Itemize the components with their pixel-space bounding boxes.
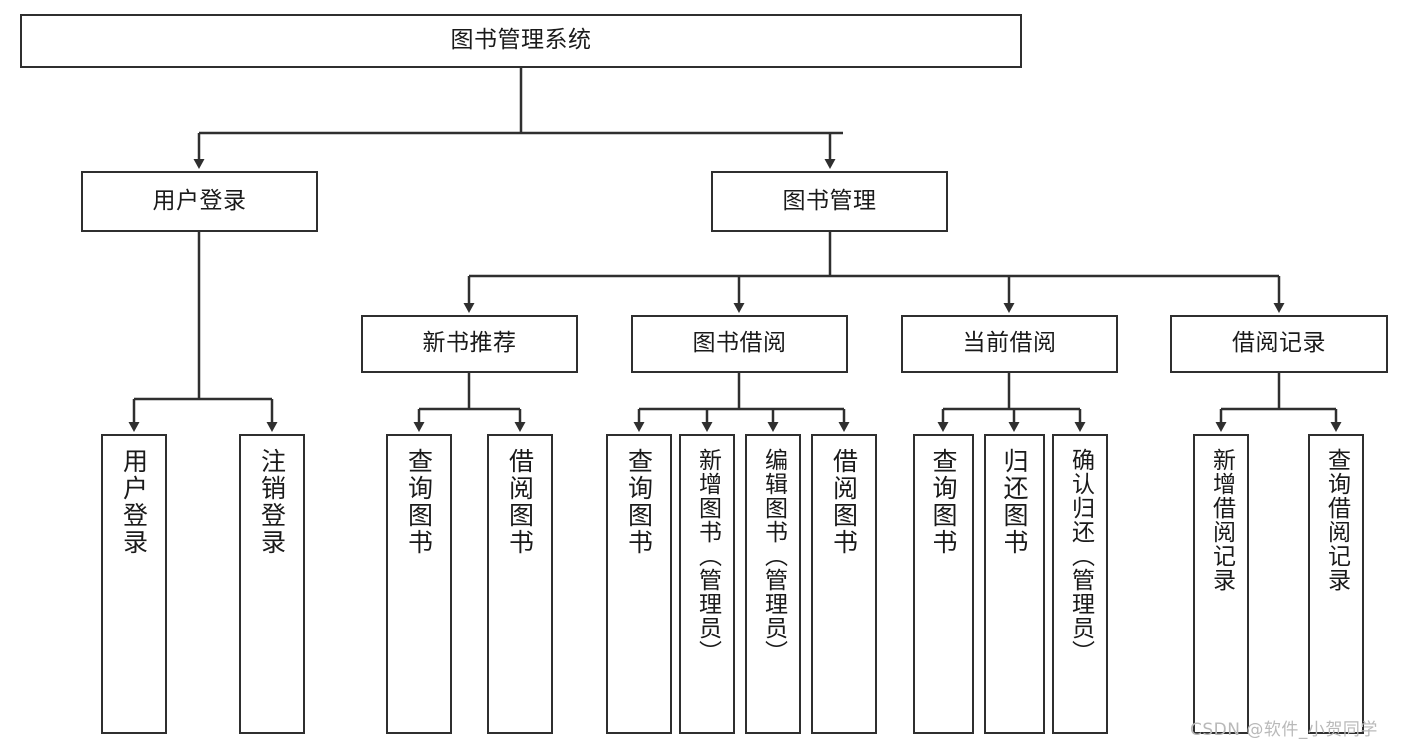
node-leaf-borrow-book-2-label: 借阅图书 — [829, 448, 859, 556]
node-book-borrow[interactable]: 图书借阅 — [631, 315, 848, 373]
node-leaf-user-login[interactable]: 用户登录 — [101, 434, 167, 734]
csdn-watermark: CSDN @软件_小贺同学 — [1190, 720, 1378, 740]
node-leaf-query-record[interactable]: 查询借阅记录 — [1308, 434, 1364, 734]
node-leaf-add-book-label: 新增图书（管理员） — [694, 448, 721, 664]
node-leaf-add-book[interactable]: 新增图书（管理员） — [679, 434, 735, 734]
node-leaf-query-book-1[interactable]: 查询图书 — [386, 434, 452, 734]
node-leaf-user-login-label: 用户登录 — [119, 448, 149, 556]
node-leaf-confirm-return-label: 确认归还（管理员） — [1067, 448, 1094, 664]
node-leaf-borrow-book-2[interactable]: 借阅图书 — [811, 434, 877, 734]
node-user-login[interactable]: 用户登录 — [81, 171, 318, 232]
node-current-borrow[interactable]: 当前借阅 — [901, 315, 1118, 373]
node-leaf-query-book-2[interactable]: 查询图书 — [606, 434, 672, 734]
node-borrow-record[interactable]: 借阅记录 — [1170, 315, 1388, 373]
node-leaf-return-book-label: 归还图书 — [1000, 448, 1029, 556]
node-leaf-query-book-3[interactable]: 查询图书 — [913, 434, 974, 734]
node-leaf-confirm-return[interactable]: 确认归还（管理员） — [1052, 434, 1108, 734]
node-leaf-query-book-1-label: 查询图书 — [404, 448, 434, 556]
node-leaf-edit-book-label: 编辑图书（管理员） — [760, 448, 787, 664]
node-leaf-query-book-2-label: 查询图书 — [624, 448, 654, 556]
node-leaf-user-logout-label: 注销登录 — [257, 448, 287, 556]
node-leaf-add-record-label: 新增借阅记录 — [1208, 448, 1235, 592]
node-leaf-return-book[interactable]: 归还图书 — [984, 434, 1045, 734]
node-leaf-edit-book[interactable]: 编辑图书（管理员） — [745, 434, 801, 734]
node-borrow-record-label: 借阅记录 — [1232, 330, 1326, 357]
node-leaf-borrow-book-1-label: 借阅图书 — [505, 448, 535, 556]
node-leaf-query-record-label: 查询借阅记录 — [1323, 448, 1350, 592]
node-book-manage-label: 图书管理 — [782, 187, 877, 214]
node-user-login-label: 用户登录 — [152, 187, 247, 214]
node-leaf-query-book-3-label: 查询图书 — [929, 448, 958, 556]
node-leaf-user-logout[interactable]: 注销登录 — [239, 434, 305, 734]
node-book-borrow-label: 图书借阅 — [692, 330, 787, 357]
node-root-label: 图书管理系统 — [450, 27, 592, 54]
node-leaf-borrow-book-1[interactable]: 借阅图书 — [487, 434, 553, 734]
node-new-book-recommend[interactable]: 新书推荐 — [361, 315, 578, 373]
node-root[interactable]: 图书管理系统 — [20, 14, 1022, 68]
node-book-manage[interactable]: 图书管理 — [711, 171, 948, 232]
node-new-book-recommend-label: 新书推荐 — [422, 330, 517, 357]
node-leaf-add-record[interactable]: 新增借阅记录 — [1193, 434, 1249, 734]
node-current-borrow-label: 当前借阅 — [962, 330, 1057, 357]
